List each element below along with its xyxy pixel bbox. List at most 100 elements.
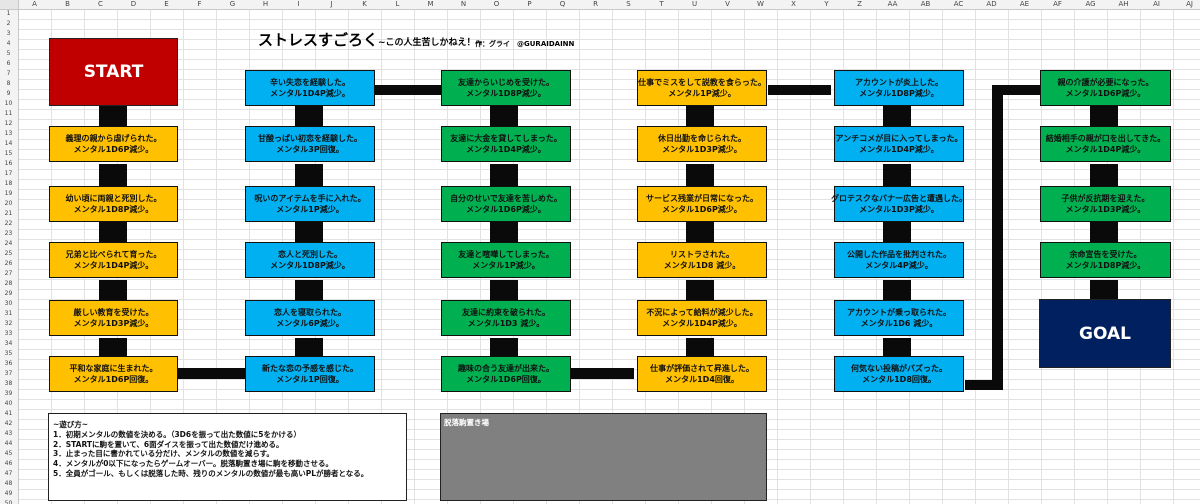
row-header[interactable]: 30 [4,300,13,307]
row-header[interactable]: 47 [4,470,13,477]
row-header[interactable]: 11 [4,110,13,117]
column-header[interactable]: F [197,0,202,8]
column-header[interactable]: O [493,0,500,8]
row-header[interactable]: 19 [4,190,13,197]
column-header[interactable]: D [130,0,137,8]
row-header[interactable]: 22 [4,220,13,227]
row-header[interactable]: 37 [4,370,13,377]
column-header[interactable]: AJ [1186,0,1193,8]
column-header[interactable]: R [593,0,598,8]
column-header[interactable]: K [362,0,367,8]
square-event-text: 友達に約束を破られた。 [462,308,550,317]
row-header[interactable]: 16 [4,160,13,167]
row-header[interactable]: 15 [4,150,13,157]
column-header[interactable]: J [330,0,333,8]
board-path [99,222,127,244]
row-header[interactable]: 10 [4,100,13,107]
column-header[interactable]: Z [857,0,862,8]
row-header[interactable]: 32 [4,320,13,327]
column-header[interactable]: X [791,0,796,8]
row-header[interactable]: 25 [4,250,13,257]
row-header[interactable]: 48 [4,480,13,487]
column-header[interactable]: T [659,0,664,8]
column-header[interactable]: AI [1153,0,1160,8]
row-header[interactable]: 36 [4,360,13,367]
column-header[interactable]: AG [1085,0,1096,8]
row-header[interactable]: 4 [6,40,11,47]
row-header[interactable]: 1 [6,10,11,17]
column-header[interactable]: AB [920,0,931,8]
column-header[interactable]: AE [1019,0,1030,8]
row-header[interactable]: 42 [4,420,13,427]
row-header[interactable]: 45 [4,450,13,457]
column-header[interactable]: AH [1118,0,1129,8]
column-header[interactable]: AF [1053,0,1062,8]
row-header[interactable]: 44 [4,440,13,447]
row-header[interactable]: 20 [4,200,13,207]
column-header[interactable]: AD [986,0,997,8]
row-header[interactable]: 28 [4,280,13,287]
row-header[interactable]: 7 [6,70,11,77]
board-path [883,164,911,186]
square-effect-text: メンタル1D4P減少。 [662,319,742,328]
column-header[interactable]: P [527,0,532,8]
column-header[interactable]: E [164,0,169,8]
column-header[interactable]: L [395,0,400,8]
row-header[interactable]: 46 [4,460,13,467]
column-header[interactable]: Y [824,0,829,8]
rules-line-3: 3．止まった目に書かれている分だけ、メンタルの数値を減らす。 [53,449,274,459]
row-header[interactable]: 23 [4,230,13,237]
row-header[interactable]: 39 [4,390,13,397]
column-header[interactable]: Q [559,0,566,8]
row-header[interactable]: 8 [6,80,11,87]
row-header[interactable]: 13 [4,130,13,137]
select-all-corner[interactable] [0,0,19,10]
column-header[interactable]: AC [953,0,964,8]
row-header[interactable]: 6 [6,60,11,67]
column-header[interactable]: M [427,0,434,8]
column-header[interactable]: H [262,0,269,8]
column-header[interactable]: C [98,0,103,8]
column-header[interactable]: W [757,0,764,8]
row-header[interactable]: 49 [4,490,13,497]
square-effect-text: メンタル1D6P減少。 [73,145,154,154]
row-header[interactable]: 2 [6,20,11,27]
row-header[interactable]: 18 [4,180,13,187]
square-effect-text: メンタル1D4P減少。 [1065,145,1146,154]
row-header[interactable]: 12 [4,120,13,127]
row-header[interactable]: 17 [4,170,13,177]
row-header[interactable]: 38 [4,380,13,387]
row-header[interactable]: 14 [4,140,13,147]
row-header[interactable]: 34 [4,340,13,347]
row-header[interactable]: 35 [4,350,13,357]
rules-box: ~遊び方~ 1．初期メンタルの数値を決める。（3D6を振って出た数値に5をかける… [48,413,407,501]
row-header[interactable]: 27 [4,270,13,277]
column-header[interactable]: S [626,0,631,8]
row-header[interactable]: 5 [6,50,11,57]
dropout-area: 脱落駒置き場 [440,413,767,501]
column-header[interactable]: G [229,0,236,8]
row-header[interactable]: 33 [4,330,13,337]
row-header[interactable]: 3 [6,30,11,37]
row-header[interactable]: 26 [4,260,13,267]
row-header[interactable]: 9 [6,90,11,97]
row-header[interactable]: 41 [4,410,13,417]
column-header[interactable]: B [65,0,70,8]
row-header[interactable]: 43 [4,430,13,437]
column-header[interactable]: I [297,0,300,8]
board-path [1090,280,1118,299]
column-header[interactable]: N [460,0,467,8]
row-header[interactable]: 24 [4,240,13,247]
row-header[interactable]: 21 [4,210,13,217]
row-header[interactable]: 40 [4,400,13,407]
column-header[interactable]: V [725,0,730,8]
column-header[interactable]: U [691,0,698,8]
square-event-text: 兄弟と比べられて育った。 [65,250,162,259]
column-header[interactable]: AA [887,0,898,8]
row-header[interactable]: 31 [4,310,13,317]
row-header[interactable]: 29 [4,290,13,297]
board-square: 友達からいじめを受けた。メンタル1D8P減少。 [441,70,571,106]
row-header[interactable]: 50 [4,500,13,504]
column-header[interactable]: A [32,0,37,8]
